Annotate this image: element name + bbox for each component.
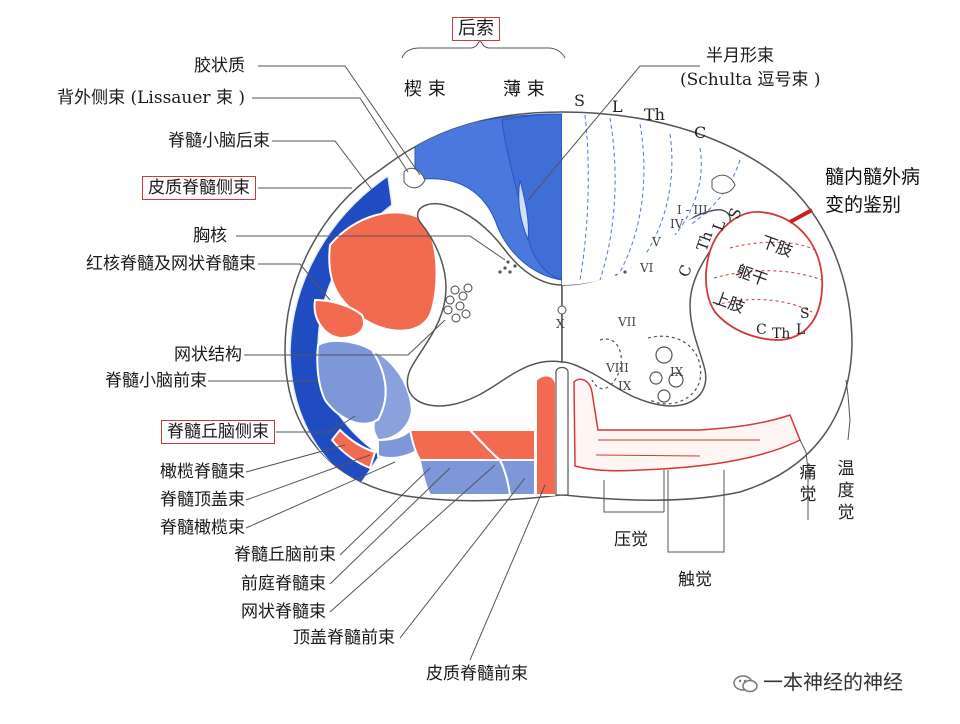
label-spinotectal: 脊髓顶盖束 bbox=[160, 490, 245, 510]
note-line-2: 变的鉴别 bbox=[825, 194, 902, 216]
lamina-1-3: I - III bbox=[677, 203, 708, 217]
lamina-7: VII bbox=[617, 315, 636, 329]
fasciculus-gracilis bbox=[501, 113, 563, 281]
lamina-10: X bbox=[556, 317, 565, 331]
label-ventral-spinocerebellar: 脊髓小脑前束 bbox=[105, 371, 207, 391]
grey-matter-left bbox=[406, 203, 563, 407]
label-anterior-corticospinal: 皮质脊髓前束 bbox=[426, 664, 528, 684]
central-canal bbox=[557, 305, 567, 315]
label-lateral-corticospinal: 皮质脊髓侧束 bbox=[142, 176, 256, 200]
semilunar-label: 半月形束 bbox=[706, 46, 774, 66]
thoracic-nucleus bbox=[443, 283, 473, 323]
rubrospinal-tract bbox=[313, 298, 365, 340]
tectospinal-tract bbox=[498, 459, 536, 496]
lamina-5: V bbox=[651, 235, 661, 249]
vestibulospinal-tract bbox=[418, 459, 512, 496]
segment-c: C bbox=[694, 123, 706, 142]
segment-s: S bbox=[574, 91, 585, 110]
ventral-median-fissure bbox=[555, 366, 569, 496]
ventral-horn-nuclei bbox=[591, 335, 702, 405]
label-substantia-gelatinosa: 胶状质 bbox=[194, 56, 245, 76]
label-spino-olivary: 脊髓橄榄束 bbox=[160, 518, 245, 538]
posterior-funiculus-title: 后索 bbox=[452, 17, 500, 41]
lamina-9b: IX bbox=[670, 365, 684, 379]
lamina-9a: IX bbox=[618, 379, 632, 393]
wechat-icon bbox=[733, 674, 759, 694]
svg-text:Th: Th bbox=[772, 326, 790, 342]
label-vestibulospinal: 前庭脊髓束 bbox=[241, 574, 326, 594]
label-anterior-spinothalamic: 脊髓丘脑前束 bbox=[234, 545, 336, 565]
dorsal-root-entry-left bbox=[403, 167, 426, 189]
posterior-funiculus-bracket bbox=[401, 38, 566, 59]
label-rubro-reticulospinal: 红核脊髓及网状脊髓束 bbox=[86, 254, 256, 274]
pointer-lines-left bbox=[208, 65, 546, 661]
note-line-1: 髓内髓外病 bbox=[825, 166, 921, 188]
temperature-label: 温度觉 bbox=[837, 459, 855, 523]
label-thoracic-nucleus: 胸核 bbox=[193, 226, 227, 246]
dorsal-root-entry-right bbox=[711, 174, 736, 194]
label-olivospinal: 橄榄脊髓束 bbox=[160, 462, 245, 482]
label-tectospinal: 顶盖脊髓前束 bbox=[293, 628, 395, 648]
anterior-corticospinal-tract bbox=[535, 374, 557, 496]
lamina-6: VI bbox=[639, 261, 654, 275]
label-reticulospinal: 网状脊髓束 bbox=[241, 602, 326, 622]
semilunar-sub-label: (Schulta 逗号束 ) bbox=[680, 70, 821, 90]
semilunar-fasciculus-shape bbox=[518, 179, 529, 241]
gracile-label: 薄 束 bbox=[503, 79, 545, 100]
svg-text:L: L bbox=[796, 322, 805, 338]
label-lissauer: 背外侧束 (Lissauer 束 ) bbox=[57, 88, 245, 108]
label-dorsal-spinocerebellar: 脊髓小脑后束 bbox=[168, 131, 270, 151]
segment-th: Th bbox=[644, 105, 665, 124]
pain-label: 痛觉 bbox=[799, 463, 817, 505]
lamina-4: IV bbox=[670, 217, 684, 231]
segment-l: L bbox=[612, 97, 623, 116]
svg-text:Th: Th bbox=[693, 228, 717, 253]
right-anterior-tracts bbox=[573, 378, 801, 472]
pressure-label: 压觉 bbox=[614, 530, 648, 550]
label-reticular-formation: 网状结构 bbox=[174, 345, 242, 365]
pointer-lines-right bbox=[603, 379, 851, 553]
watermark: 一本神经的神经 bbox=[733, 666, 903, 695]
svg-text:S: S bbox=[800, 306, 810, 322]
label-lateral-spinothalamic: 脊髓丘脑侧束 bbox=[161, 420, 275, 444]
lateral-lamination-oval bbox=[705, 211, 824, 341]
dorsal-column-lamination bbox=[562, 114, 741, 285]
cuneate-label: 楔 束 bbox=[404, 79, 446, 100]
svg-text:C: C bbox=[756, 322, 767, 338]
touch-label: 触觉 bbox=[678, 570, 712, 590]
red-arrow bbox=[789, 208, 813, 224]
watermark-text: 一本神经的神经 bbox=[763, 670, 903, 694]
semilunar-pointer bbox=[527, 65, 700, 201]
lamina-8: VIII bbox=[605, 361, 629, 375]
